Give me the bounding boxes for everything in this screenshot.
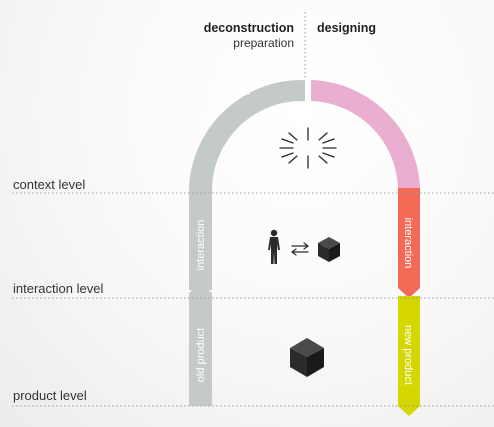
old-product-label: old product xyxy=(195,328,207,382)
exchange-arrows-icon xyxy=(291,242,309,256)
burst-icon xyxy=(279,127,337,169)
past-context-arc xyxy=(189,79,305,188)
right-interaction-label: interaction xyxy=(402,218,414,269)
left-product-segment xyxy=(189,283,212,406)
left-interaction-segment xyxy=(189,179,212,290)
context-level-label: context level xyxy=(13,177,85,192)
right-product-segment xyxy=(398,296,420,416)
deconstruction-title: deconstruction xyxy=(204,21,294,35)
product-level-label: product level xyxy=(13,388,87,403)
person-icon xyxy=(268,229,280,264)
designing-title: designing xyxy=(317,21,376,35)
new-product-label: new product xyxy=(402,325,414,385)
product-cube-icon xyxy=(290,338,324,377)
cube-icon xyxy=(318,237,340,262)
left-interaction-label: interaction xyxy=(195,220,207,271)
future-context-arc xyxy=(311,80,420,188)
preparation-subtitle: preparation xyxy=(233,36,294,50)
right-interaction-segment xyxy=(398,188,420,298)
interaction-level-label: interaction level xyxy=(13,281,103,296)
